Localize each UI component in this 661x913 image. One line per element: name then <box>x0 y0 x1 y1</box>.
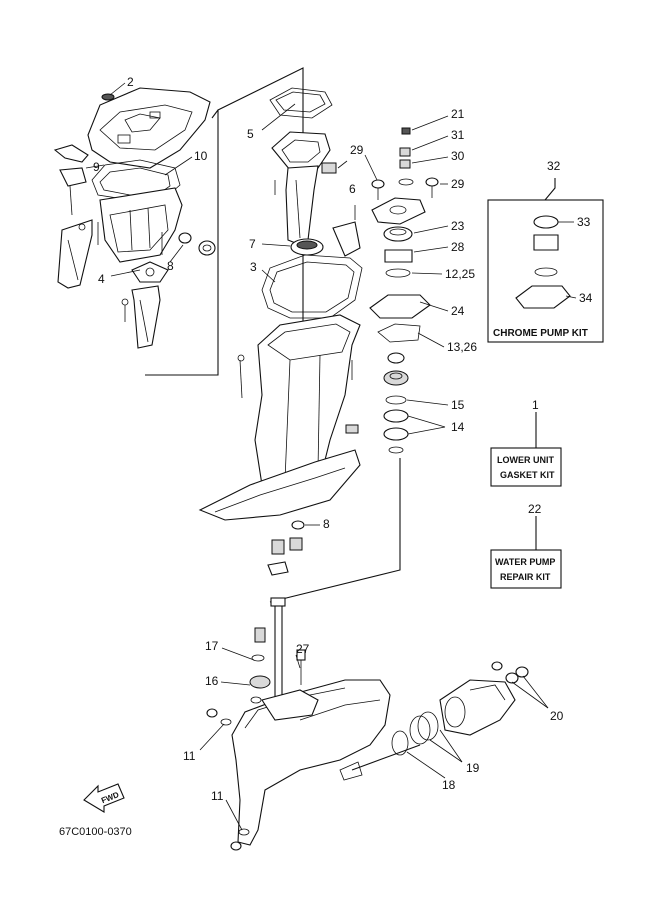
water-pump-kit-box <box>490 516 562 589</box>
plate-4 <box>131 261 169 283</box>
callout-14: 14 <box>451 420 465 434</box>
callout-2: 2 <box>127 75 134 89</box>
gearcase <box>206 597 421 851</box>
callout-30: 30 <box>451 149 465 163</box>
water-pump-kit-label-line2: REPAIR KIT <box>500 572 551 582</box>
fitting-8-upper <box>178 232 216 256</box>
callout-11-upper: 11 <box>183 749 196 763</box>
callout-8-upper: 8 <box>167 259 174 273</box>
callout-5: 5 <box>247 127 254 141</box>
callout-28: 28 <box>451 240 465 254</box>
callout-23: 23 <box>451 219 465 233</box>
callout-4: 4 <box>98 272 105 286</box>
callout-7: 7 <box>249 237 256 251</box>
gasket-5 <box>269 87 333 119</box>
callout-16: 16 <box>205 674 219 688</box>
callout-33: 33 <box>577 215 591 229</box>
gasket-3 <box>261 254 363 319</box>
prop-shaft-housing <box>391 661 529 756</box>
callout-labels: 2 5 9 10 4 8 6 7 3 8 21 31 30 29 29 23 2… <box>93 75 593 803</box>
callout-1: 1 <box>532 398 539 412</box>
callout-20: 20 <box>550 709 564 723</box>
callout-34: 34 <box>579 291 593 305</box>
diagram-code: 67C0100-0370 <box>59 826 132 838</box>
gasket-kit-label-line2: GASKET KIT <box>500 470 555 480</box>
callout-29-left: 29 <box>350 143 364 157</box>
callout-19: 19 <box>466 761 480 775</box>
chrome-pump-kit-box <box>487 178 604 343</box>
callout-11-lower: 11 <box>211 789 224 803</box>
callout-8-lower: 8 <box>323 517 330 531</box>
callout-12-25: 12,25 <box>445 267 475 281</box>
chrome-pump-kit-label: CHROME PUMP KIT <box>493 328 588 339</box>
water-pump-kit-label-line1: WATER PUMP <box>495 557 555 567</box>
callout-6: 6 <box>349 182 356 196</box>
leader-lines <box>85 82 577 831</box>
callout-15: 15 <box>451 398 465 412</box>
callout-31: 31 <box>451 128 465 142</box>
drive-shaft-housing <box>198 314 361 521</box>
callout-29-right: 29 <box>451 177 465 191</box>
callout-18: 18 <box>442 778 456 792</box>
left-lower-tube <box>97 222 163 349</box>
callout-17: 17 <box>205 639 219 653</box>
exhaust-guide <box>271 131 337 245</box>
callout-27: 27 <box>296 642 310 656</box>
callout-22: 22 <box>528 502 542 516</box>
fwd-arrow-icon <box>83 783 125 813</box>
housing-small-parts <box>267 520 305 576</box>
callout-10: 10 <box>194 149 208 163</box>
bracket-9 <box>53 144 89 216</box>
upper-casing-top <box>87 87 211 169</box>
callout-24: 24 <box>451 304 465 318</box>
left-exhaust-tube <box>57 219 93 289</box>
callout-9: 9 <box>93 160 100 174</box>
seal-7 <box>290 238 324 256</box>
callout-21: 21 <box>451 107 465 121</box>
gasket-kit-label-line1: LOWER UNIT <box>497 455 554 465</box>
gasket-10 <box>91 159 181 201</box>
water-pump-column <box>269 127 439 603</box>
gasket-kit-box <box>490 412 562 487</box>
callout-32: 32 <box>547 159 561 173</box>
small-bracket <box>332 205 361 257</box>
callout-3: 3 <box>250 260 257 274</box>
upper-casing-lower <box>99 187 183 263</box>
callout-13-26: 13,26 <box>447 340 477 354</box>
